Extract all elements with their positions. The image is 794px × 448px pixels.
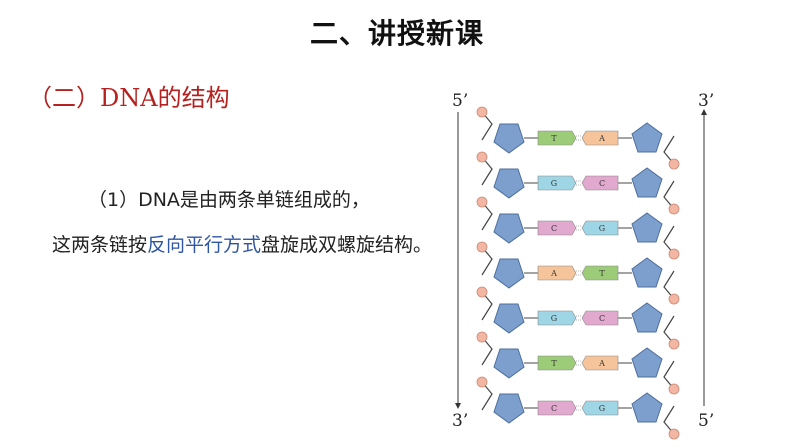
left-phosphate-3: [476, 196, 488, 208]
slide-title: 二、讲授新课: [309, 17, 484, 50]
left-base-label-3: C: [551, 224, 557, 233]
left-sugar-3: [493, 213, 525, 244]
right-phosphate-6: [668, 383, 680, 395]
right-sugar-4: [631, 257, 663, 288]
left-phosphate-6: [476, 331, 488, 343]
dna-double-helix-svg: 5’ 3’ 3’ 5’ T A G C C G A T G C T A C G: [452, 91, 714, 440]
left-sugar-1: [493, 123, 525, 154]
right-base-label-1: A: [598, 134, 605, 143]
paragraph-part-2: 这两条链按: [52, 234, 148, 256]
left-sugar-2: [493, 168, 525, 199]
right-base-label-4: T: [599, 269, 605, 278]
left-sugar-5: [493, 303, 525, 334]
right-phosphate-7: [668, 428, 680, 440]
left-bottom-3prime-label: 3’: [452, 411, 468, 431]
left-base-label-1: T: [551, 134, 557, 143]
left-base-6: [537, 355, 577, 371]
right-base-3: [581, 220, 619, 236]
left-base-1: [537, 130, 577, 146]
left-sugar-6: [493, 348, 525, 379]
section-subtitle: （二）DNA的结构: [28, 84, 230, 112]
paragraph-part-1: （1）DNA是由两条单链组成的，: [88, 189, 370, 211]
right-phosphate-3: [668, 248, 680, 260]
left-sugar-7: [493, 393, 525, 424]
right-sugar-3: [631, 212, 663, 243]
left-base-label-6: T: [551, 359, 557, 368]
right-phosphate-5: [668, 338, 680, 350]
left-base-7: [537, 400, 577, 416]
left-base-label-2: G: [551, 179, 557, 188]
right-base-label-2: C: [599, 179, 605, 188]
left-base-3: [537, 220, 577, 236]
right-phosphate-4: [668, 293, 680, 305]
right-base-5: [581, 310, 619, 326]
left-base-2: [537, 175, 577, 191]
right-top-3prime-label: 3’: [698, 91, 714, 111]
right-sugar-2: [631, 167, 663, 198]
right-sugar-1: [631, 122, 663, 153]
right-base-7: [581, 400, 619, 416]
right-sugar-6: [631, 347, 663, 378]
right-phosphate-2: [668, 203, 680, 215]
right-base-1: [581, 130, 619, 146]
left-phosphate-4: [476, 241, 488, 253]
right-base-label-6: A: [598, 359, 605, 368]
paragraph-part-3: 盘旋成双螺旋结构。: [261, 234, 433, 256]
right-base-6: [581, 355, 619, 371]
left-sugar-4: [493, 258, 525, 289]
base-pairs-layer: T A G C C G A T G C T A C G: [476, 106, 680, 440]
right-sugar-5: [631, 302, 663, 333]
left-phosphate-1: [476, 106, 488, 118]
right-bottom-5prime-label: 5’: [698, 411, 714, 431]
left-base-5: [537, 310, 577, 326]
left-base-label-7: C: [551, 404, 557, 413]
right-base-label-5: C: [599, 314, 605, 323]
left-phosphate-5: [476, 286, 488, 298]
right-base-4: [581, 265, 619, 281]
left-top-5prime-label: 5’: [452, 91, 468, 111]
left-phosphate-7: [476, 376, 488, 388]
left-base-label-4: A: [550, 269, 557, 278]
paragraph-highlight: 反向平行方式: [147, 234, 262, 256]
right-base-2: [581, 175, 619, 191]
left-base-label-5: G: [551, 314, 557, 323]
right-base-label-3: G: [599, 224, 605, 233]
right-base-label-7: G: [599, 404, 605, 413]
left-base-4: [537, 265, 577, 281]
right-phosphate-1: [668, 158, 680, 170]
dna-structure-diagram: 5’ 3’ 3’ 5’ T A G C C G A T G C T A C G: [440, 84, 740, 444]
description-paragraph: （1）DNA是由两条单链组成的， 这两条链按反向平行方式盘旋成双螺旋结构。: [52, 178, 442, 268]
right-sugar-7: [631, 392, 663, 423]
left-phosphate-2: [476, 151, 488, 163]
